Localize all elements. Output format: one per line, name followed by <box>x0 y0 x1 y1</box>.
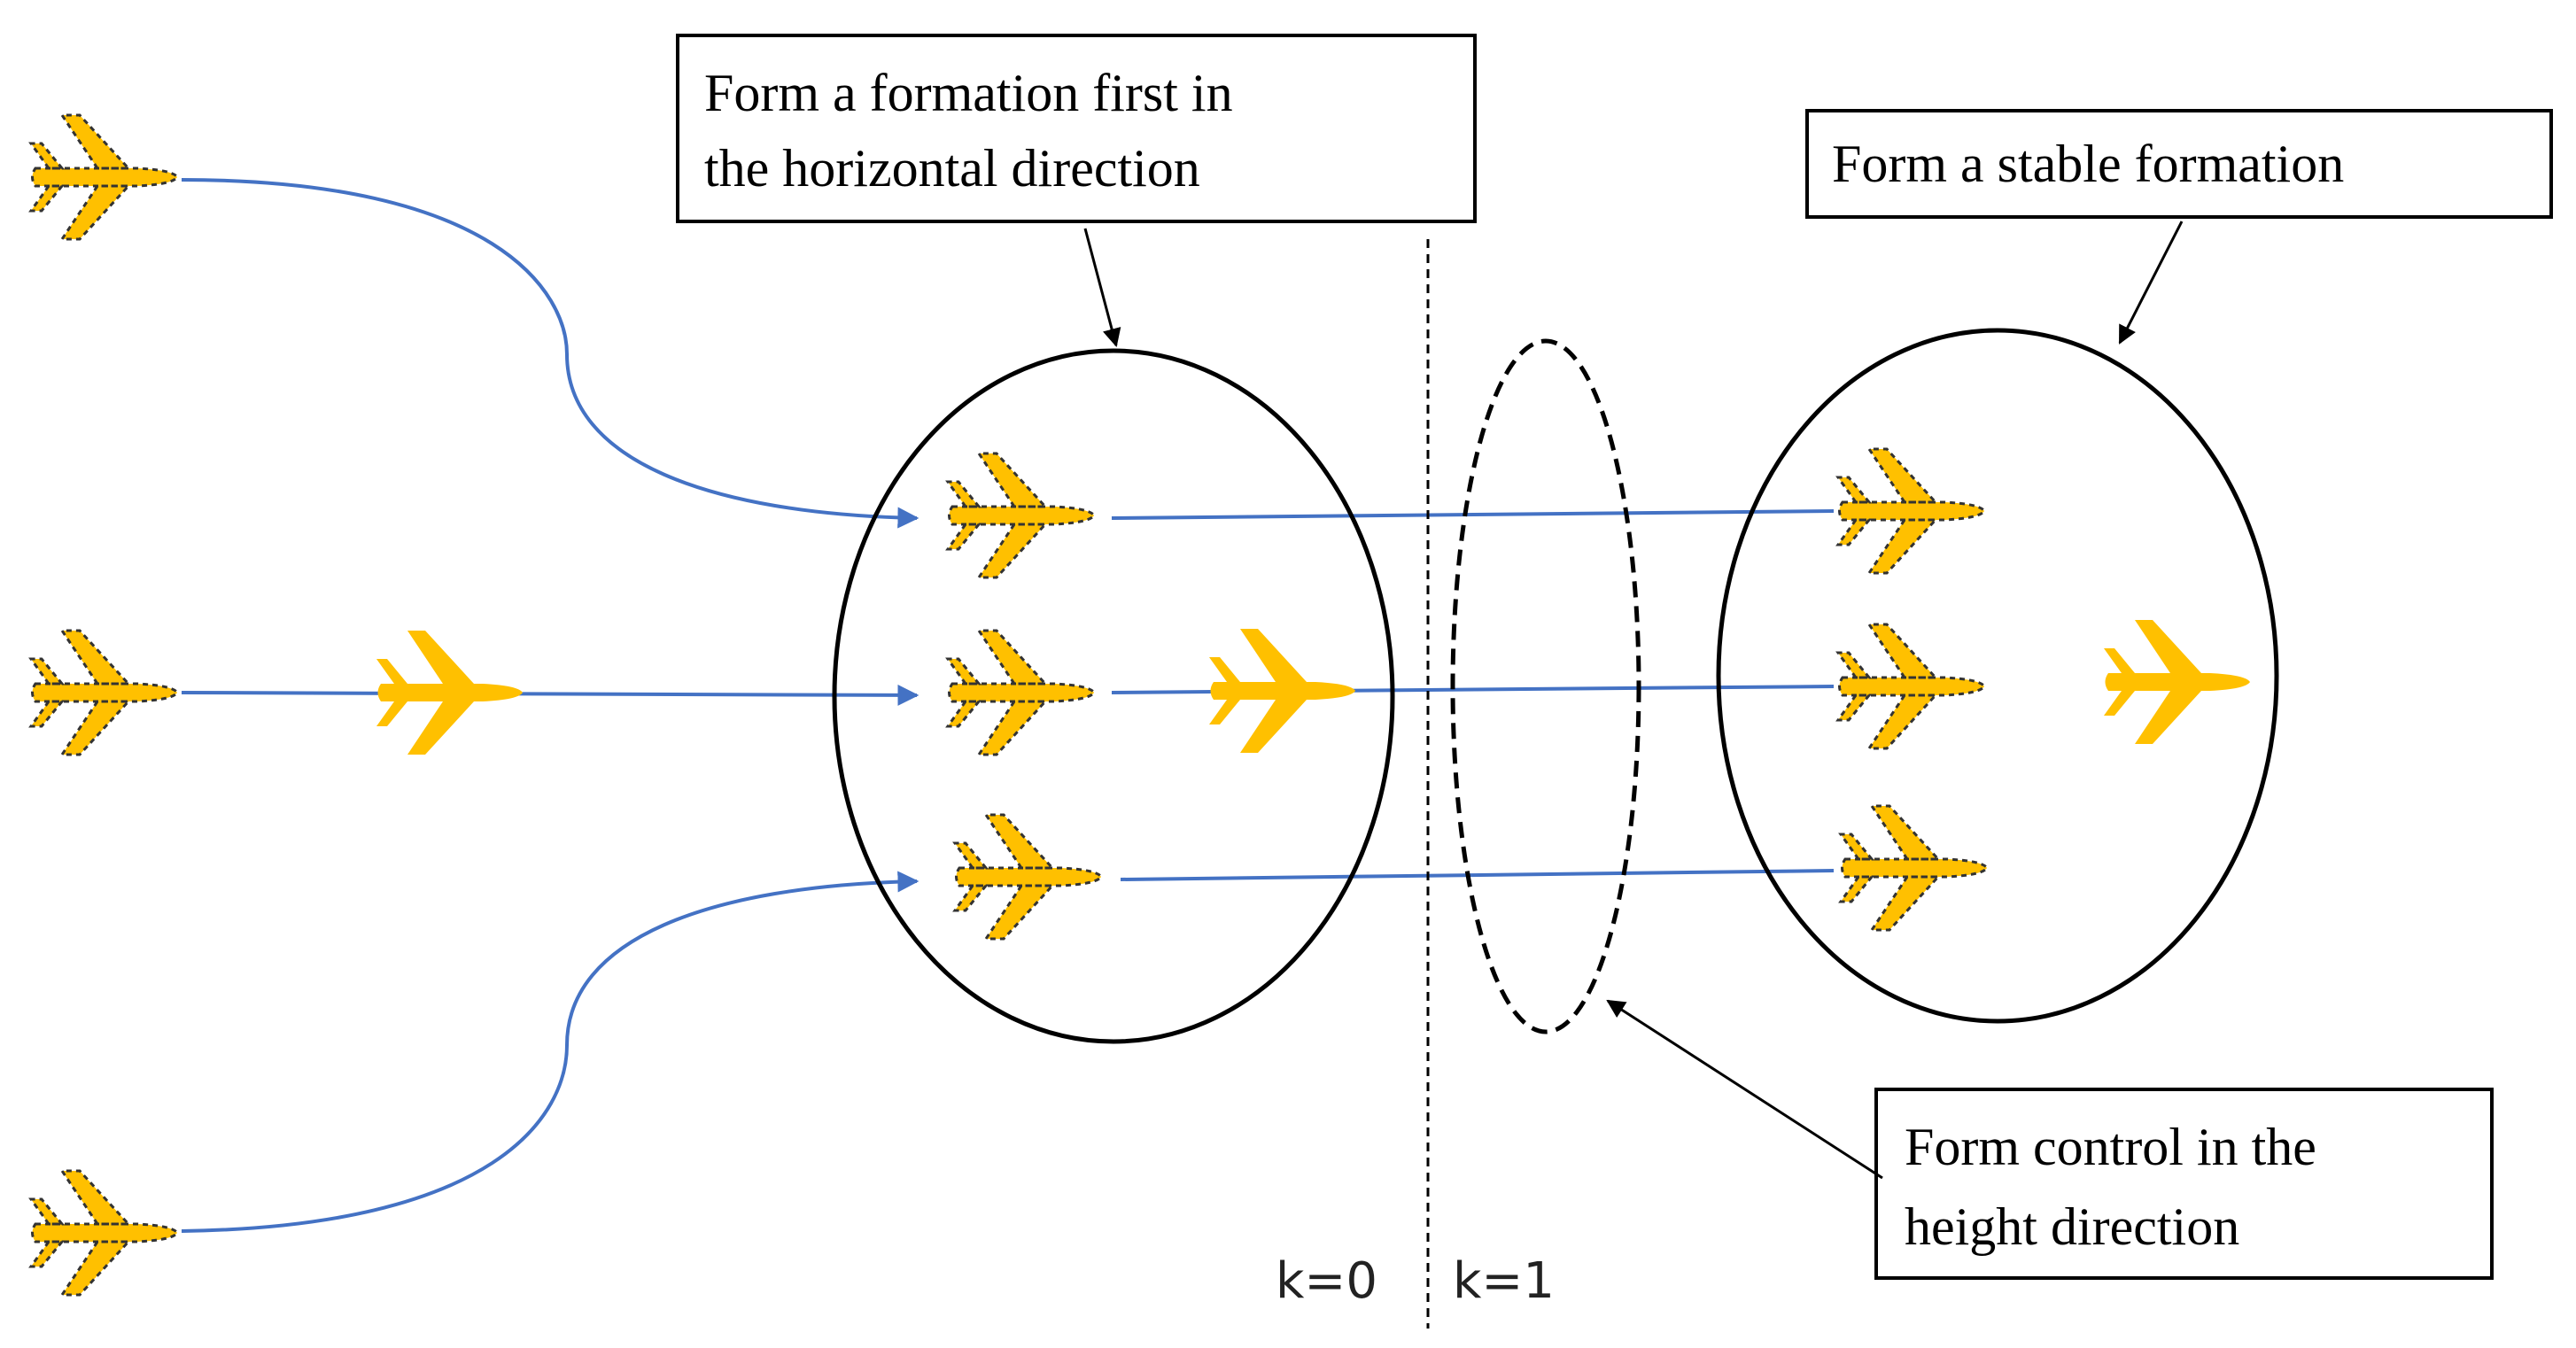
height-label-line2: height direction <box>1905 1197 2239 1256</box>
airplane-icon <box>953 813 1103 941</box>
path-middle-line <box>181 684 919 706</box>
airplane-icon <box>2104 620 2250 744</box>
stable-label: Form a stable formation <box>1832 135 2344 193</box>
height-control-ellipse <box>1450 338 1641 1034</box>
airplane-icon <box>1836 447 1986 575</box>
airplane-icon <box>1836 623 1986 750</box>
horizontal-formation-label: Form a formation first in the horizontal… <box>676 34 1477 223</box>
airplane-icon <box>29 629 179 756</box>
airplane-icon <box>1839 804 1989 932</box>
k0-label: k=0 <box>1276 1252 1377 1310</box>
height-control-label: Form control in the height direction <box>1874 1088 2494 1280</box>
airplane-icon <box>1209 629 1355 753</box>
height-label-line1: Form control in the <box>1905 1118 2316 1176</box>
airplane-icon <box>946 452 1096 579</box>
airplane-icon <box>29 113 179 241</box>
horizontal-label-line2: the horizontal direction <box>704 139 1200 198</box>
stable-pointer-arrow <box>2118 221 2184 345</box>
k1-label: k=1 <box>1453 1252 1555 1310</box>
stable-formation-ellipse <box>1716 328 2279 1024</box>
path-formation-top <box>1111 509 1835 520</box>
airplane-icon <box>946 629 1096 756</box>
path-formation-bottom <box>1120 869 1835 881</box>
stable-formation-label: Form a stable formation <box>1805 109 2553 219</box>
path-bottom-curve <box>181 871 919 1233</box>
height-pointer-arrow <box>1606 999 1883 1180</box>
horizontal-formation-ellipse <box>832 348 1395 1044</box>
path-top-curve <box>181 178 919 529</box>
airplane-icon <box>376 631 523 755</box>
horizontal-label-line1: Form a formation first in <box>704 64 1233 122</box>
horizontal-pointer-arrow <box>1083 228 1121 348</box>
airplane-icon <box>29 1169 179 1297</box>
